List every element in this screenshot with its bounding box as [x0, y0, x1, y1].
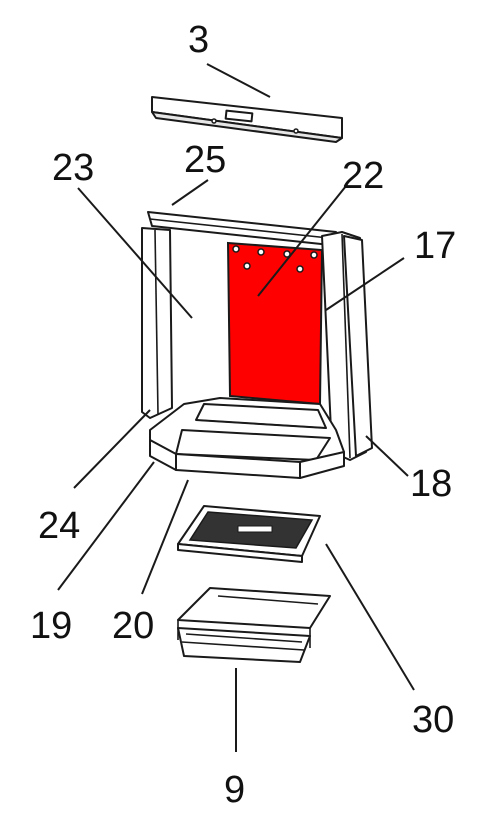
leader-24	[73, 409, 151, 489]
leader-22	[257, 185, 347, 297]
part-3-baffle-plate[interactable]	[151, 96, 343, 143]
leader-25	[171, 179, 209, 206]
leader-23	[77, 187, 193, 319]
part-23-left-side-brick[interactable]	[141, 227, 173, 419]
leader-18	[365, 435, 409, 477]
callout-labels: 3 25 23 22 17 18 24 19 20 30 9	[30, 19, 456, 811]
callout-30: 30	[412, 699, 454, 741]
leader-19	[57, 461, 155, 591]
leader-20	[141, 479, 189, 595]
leader-17	[325, 257, 405, 311]
callout-18: 18	[410, 463, 452, 505]
callout-9: 9	[224, 769, 245, 811]
part-9-ash-pan[interactable]	[177, 587, 331, 663]
part-30-grate[interactable]	[177, 505, 321, 563]
callout-25: 25	[184, 139, 226, 181]
leader-30	[325, 543, 415, 691]
part-20-floor-brick[interactable]	[149, 397, 345, 479]
callout-24: 24	[38, 505, 80, 547]
callout-3: 3	[188, 19, 209, 61]
callout-17: 17	[414, 225, 456, 267]
callout-22: 22	[342, 155, 384, 197]
part-22-rear-brick[interactable]	[226, 241, 324, 406]
leader-lines	[57, 63, 415, 752]
leader-3	[206, 63, 271, 98]
callout-19: 19	[30, 605, 72, 647]
part-18-front-strip[interactable]	[343, 235, 373, 457]
callout-23: 23	[52, 147, 94, 189]
callout-20: 20	[112, 605, 154, 647]
